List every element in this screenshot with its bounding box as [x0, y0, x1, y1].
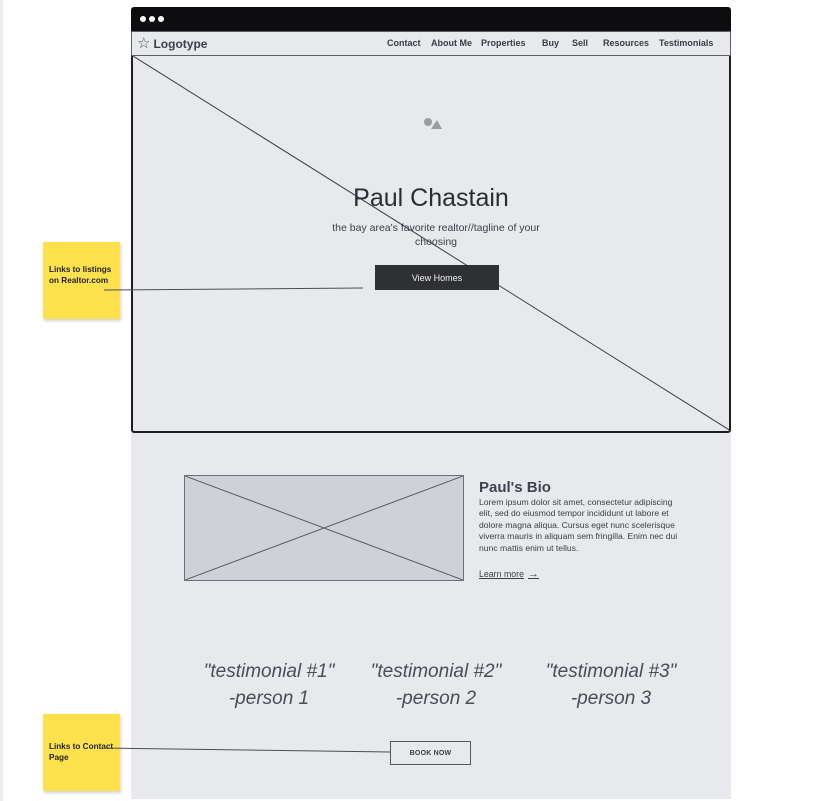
- hero-image-placeholder: [133, 56, 729, 431]
- testimonial-3: "testimonial #3" -person 3: [526, 658, 696, 712]
- browser-chrome: [131, 7, 731, 31]
- testimonial-person: -person 3: [570, 688, 652, 709]
- navbar: ☆ Logotype Contact About Me Properties B…: [131, 31, 731, 56]
- book-now-button[interactable]: BOOK NOW: [390, 741, 471, 765]
- learn-more-link[interactable]: Learn more →: [479, 568, 539, 580]
- testimonial-2: "testimonial #2" -person 2: [351, 658, 521, 712]
- window-dot-icon: [158, 16, 164, 22]
- testimonial-quote: "testimonial #1": [203, 661, 335, 682]
- sticky-note-contact: Links to Contact Page: [43, 714, 120, 791]
- content-section: Paul's Bio Lorem ipsum dolor sit amet, c…: [131, 433, 731, 799]
- bio-text: Lorem ipsum dolor sit amet, consectetur …: [479, 497, 678, 553]
- sticky-note-text: Links to listings on Realtor.com: [49, 265, 112, 285]
- nav-link-properties[interactable]: Properties: [481, 38, 526, 48]
- nav-link-testimonials[interactable]: Testimonials: [659, 38, 714, 48]
- window-dot-icon: [140, 16, 146, 22]
- window-dots: [140, 16, 164, 22]
- sticky-note-text: Links to Contact Page: [49, 742, 114, 762]
- hero-title: Paul Chastain: [353, 184, 509, 212]
- canvas-edge: [0, 0, 3, 801]
- nav-links: Contact About Me Properties Buy Sell Res…: [132, 32, 730, 55]
- logo[interactable]: ☆ Logotype: [137, 36, 207, 51]
- learn-more-label: Learn more: [479, 569, 524, 579]
- hero-tagline: the bay area's favorite realtor//tagline…: [332, 222, 540, 248]
- window-dot-icon: [149, 16, 155, 22]
- testimonial-quote: "testimonial #2": [370, 661, 502, 682]
- star-icon: ☆: [137, 35, 151, 52]
- nav-link-sell[interactable]: Sell: [572, 38, 589, 48]
- sticky-note-listings: Links to listings on Realtor.com: [43, 242, 120, 319]
- testimonial-quote: "testimonial #3": [545, 661, 677, 682]
- view-homes-button[interactable]: View Homes: [375, 265, 499, 290]
- image-cross-lines: [185, 476, 463, 580]
- testimonial-person: -person 2: [395, 688, 477, 709]
- nav-link-buy[interactable]: Buy: [542, 38, 560, 48]
- arrow-right-icon: →: [528, 568, 539, 580]
- bio-title: Paul's Bio: [479, 479, 551, 496]
- logo-text: Logotype: [153, 36, 208, 51]
- nav-link-contact[interactable]: Contact: [387, 38, 421, 48]
- nav-link-about-me[interactable]: About Me: [431, 38, 472, 48]
- hero-section: Paul Chastain the bay area's favorite re…: [131, 56, 731, 433]
- bio-image-placeholder: [184, 475, 464, 581]
- image-placeholder-icon: [424, 118, 442, 129]
- nav-link-resources[interactable]: Resources: [603, 38, 650, 48]
- testimonial-person: -person 1: [228, 688, 310, 709]
- testimonial-1: "testimonial #1" -person 1: [184, 658, 354, 712]
